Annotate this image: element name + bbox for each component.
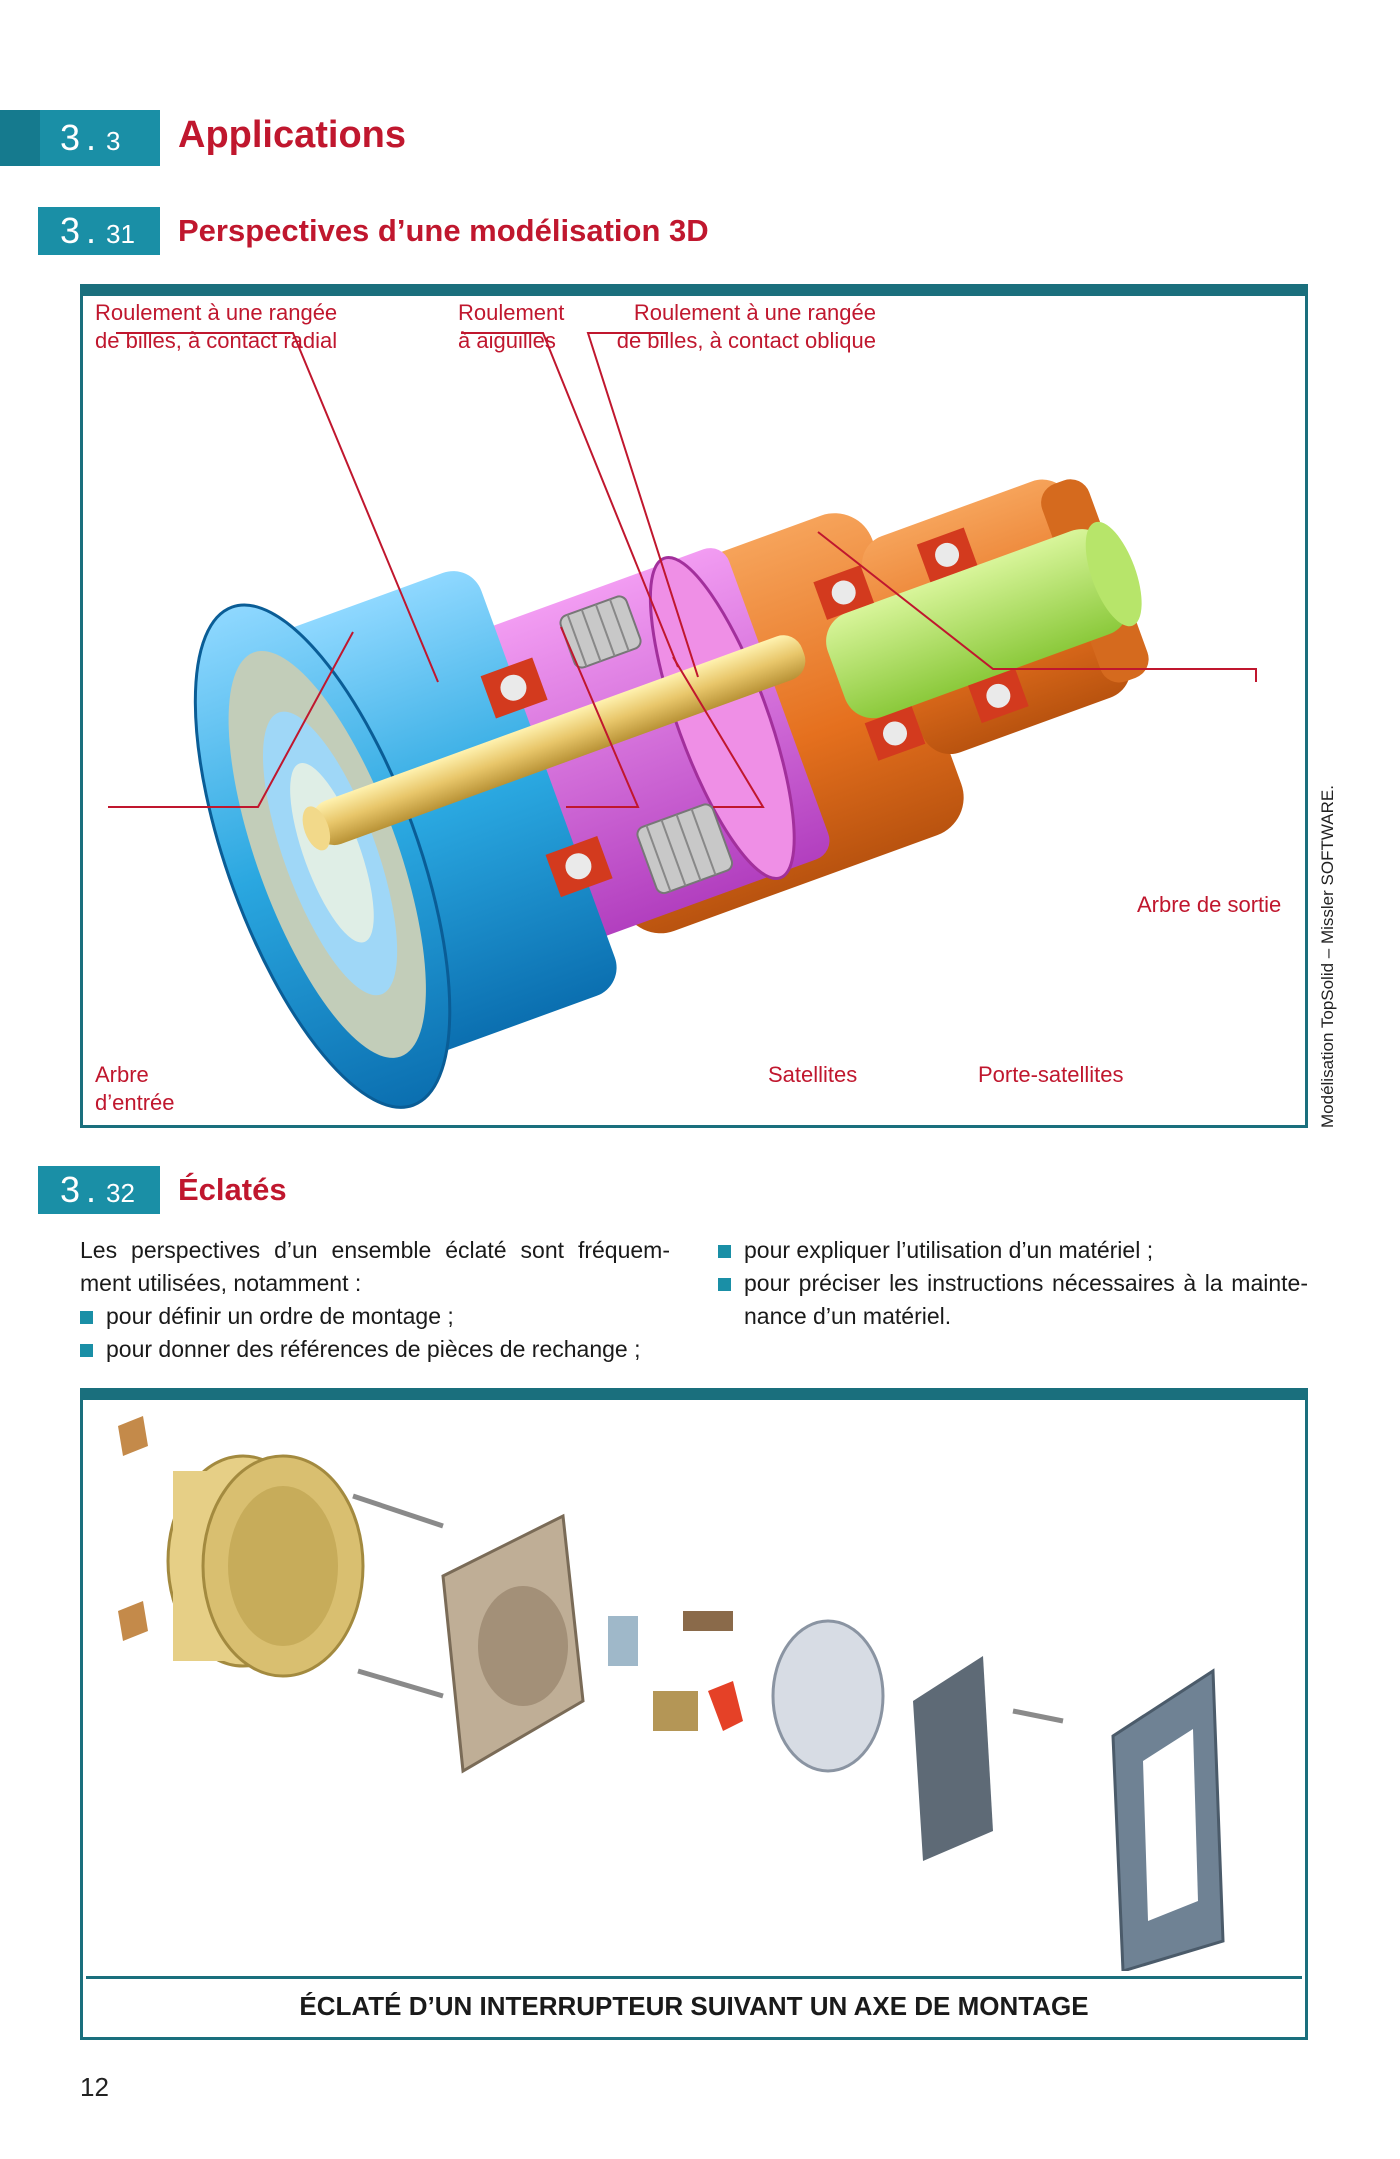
cover-frame (1111, 1668, 1225, 1971)
callout-input-shaft-line2: d’entrée (95, 1090, 175, 1115)
page-number: 12 (80, 2072, 109, 2102)
subsection-number-2: 3.32 (60, 1169, 135, 1210)
input-housing (193, 571, 617, 1109)
subsection-title: Perspectives d’une modélisation 3D (178, 213, 709, 248)
intro-paragraph: Les perspectives d’un ensemble éclaté so… (80, 1237, 670, 1296)
wall-box (166, 1454, 365, 1678)
callout-oblique-bearing-line2: de billes, à contact oblique (616, 328, 876, 353)
intro-column-left: Les perspectives d’un ensemble éclaté so… (80, 1234, 670, 1366)
exploded-switch-illustration (118, 1416, 1225, 1971)
subsection-title-2: Éclatés (178, 1172, 287, 1207)
callout-needle-bearing-line1: Roulement (458, 300, 565, 325)
figure-exploded-switch: ÉCLATÉ D’UN INTERRUPTEUR SUIVANT UN AXE … (80, 1388, 1308, 2040)
section-number: 3.3 (60, 117, 121, 158)
mounting-plate (441, 1513, 585, 1774)
subsection-bar-2 (38, 1166, 160, 1214)
callout-radial-bearing: Roulement à une rangée de billes, à cont… (95, 299, 337, 355)
bullet-item: pour définir un ordre de montage ; (80, 1300, 670, 1333)
bullet-item: pour donner des références de pièces de … (80, 1333, 670, 1366)
callout-oblique-bearing-line1: Roulement à une rangée (633, 300, 876, 325)
callout-input-shaft: Arbre d’entrée (95, 1061, 175, 1117)
callout-needle-bearing: Roulement à aiguilles (458, 299, 564, 355)
callout-radial-bearing-line1: Roulement à une rangée (95, 300, 338, 325)
callout-radial-bearing-line2: de billes, à contact radial (95, 328, 338, 353)
callout-output-shaft: Arbre de sortie (1137, 892, 1282, 917)
input-shaft (302, 635, 806, 851)
subsection-bar (38, 207, 160, 255)
callout-needle-bearing-line2: à aiguilles (458, 328, 556, 353)
planetary-gearbox-illustration (108, 332, 1257, 1109)
intro-column-right: pour expliquer l’utilisation d’un matéri… (718, 1234, 1308, 1333)
figure-3d-model: Roulement à une rangée de billes, à cont… (80, 284, 1308, 1128)
section-title: Applications (178, 114, 407, 156)
bullet-item: pour préciser les instructions nécessair… (718, 1267, 1308, 1333)
figure-caption: ÉCLATÉ D’UN INTERRUPTEUR SUIVANT UN AXE … (86, 1976, 1302, 2034)
image-credit: Modélisation TopSolid – Missler SOFTWARE… (1318, 785, 1337, 1128)
subsection-number: 3.31 (60, 210, 135, 251)
callout-input-shaft-line1: Arbre (95, 1062, 149, 1087)
section-bar-accent (0, 110, 40, 166)
callout-satellites: Satellites (768, 1062, 858, 1087)
callout-oblique-bearing: Roulement à une rangée de billes, à cont… (593, 299, 876, 355)
callout-carrier: Porte-satellites (978, 1062, 1124, 1087)
bullet-item: pour expliquer l’utilisation d’un matéri… (718, 1234, 1308, 1267)
